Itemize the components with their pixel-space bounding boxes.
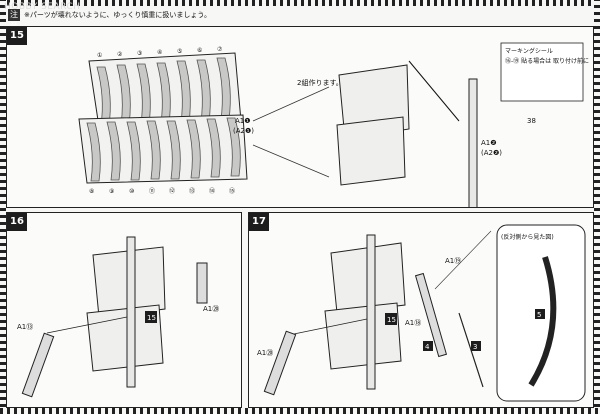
assembled-sails xyxy=(336,64,410,186)
step-15-drawing: ① ② ③ ④ ⑤ ⑥ ⑦ ⑧ ⑨ ⑩ ⑪ ⑫ ⑬ ⑭ ⑮ A1❶ (A2❶) xyxy=(78,42,589,207)
page-border-right xyxy=(594,0,600,414)
step-17-ladder xyxy=(263,330,297,396)
top-seal-1: ① xyxy=(97,52,102,59)
step-16-marker: 15 xyxy=(147,314,156,322)
bottom-seal-8: ⑧ xyxy=(89,188,94,195)
step-17-tag-5: 5 xyxy=(537,311,541,319)
bottom-seal-numbers: ⑧ ⑨ ⑩ ⑪ ⑫ ⑬ ⑭ ⑮ xyxy=(89,187,235,195)
top-seal-numbers: ① ② ③ ④ ⑤ ⑥ ⑦ xyxy=(97,46,223,59)
step-17-rigging xyxy=(288,318,368,336)
rigging-line xyxy=(408,60,460,122)
part-a1: A1❶ xyxy=(235,117,251,125)
step-15-number: 15 xyxy=(7,27,27,45)
step-16-part-a1-20: A1⑳ xyxy=(203,305,219,313)
mast-a2: (A2❷) xyxy=(481,149,502,157)
step-17-panel: 17 A1⑲ A1⑱ A1⑳ 15 (反対側から見た図) 5 4 xyxy=(248,212,594,408)
mast xyxy=(468,78,478,207)
guide-line-lower xyxy=(252,144,330,178)
step-16-part-a1-13: A1⑬ xyxy=(17,323,33,331)
step-17-marker: 15 xyxy=(387,316,396,324)
step-17-tag-5-box xyxy=(535,309,545,319)
step-17-tag-4-box xyxy=(423,341,433,351)
step-17-tag-3-box xyxy=(471,341,481,351)
step-17-guide-line xyxy=(434,230,492,290)
seal-box-note: ⑯-⑲ 貼る場合は 取り付け前に xyxy=(505,57,589,65)
top-seal-3: ③ xyxy=(137,50,142,57)
bottom-seal-13: ⑬ xyxy=(189,187,195,195)
step-16-number: 16 xyxy=(7,213,27,231)
top-seal-4: ④ xyxy=(157,49,162,56)
bottom-seal-10: ⑩ xyxy=(129,188,134,195)
bottom-seal-11: ⑪ xyxy=(149,187,155,195)
page-border-bottom xyxy=(0,408,600,414)
caution-icon: 注意 xyxy=(8,9,20,31)
step-17-marker-box xyxy=(385,313,397,325)
page-border-top xyxy=(0,0,600,6)
bottom-seal-9: ⑨ xyxy=(109,188,114,195)
marker-38: 38 xyxy=(527,117,536,125)
top-seal-2: ② xyxy=(117,51,123,58)
step-17-part-a1-19: A1⑲ xyxy=(445,257,461,265)
top-seal-7: ⑦ xyxy=(217,46,223,53)
step-17-number: 17 xyxy=(249,213,269,231)
lower-sail-folds xyxy=(86,117,241,182)
step-17-part-a1-20: A1⑳ xyxy=(257,349,273,357)
seal-box xyxy=(500,42,584,102)
step-16-marker-box xyxy=(145,311,157,323)
step-17-inset-label: (反対側から見た図) xyxy=(501,233,554,241)
part-a2: (A2❶) xyxy=(233,127,254,135)
bottom-seal-12: ⑫ xyxy=(169,187,175,195)
make-two-note: 2組作ります。 xyxy=(297,78,343,87)
top-seal-6: ⑥ xyxy=(197,47,202,54)
step-16-drawing: A1⑬ A1⑳ 15 xyxy=(17,236,219,398)
guide-line-upper xyxy=(252,86,330,122)
step-16-panel: 16 A1⑬ A1⑳ 15 xyxy=(6,212,242,408)
step-16-sails xyxy=(86,246,166,372)
step-17-tag-4: 4 xyxy=(425,343,430,351)
top-seal-5: ⑤ xyxy=(177,48,182,55)
page-border-left xyxy=(0,0,6,414)
bottom-seal-14: ⑭ xyxy=(209,187,215,195)
watermark: HOBBY SEARCH xyxy=(4,2,81,12)
step-16-ladder xyxy=(21,332,55,398)
step-17-drawing: A1⑲ A1⑱ A1⑳ 15 (反対側から見た図) 5 4 3 xyxy=(257,224,586,402)
step-17-part-a1-18: A1⑱ xyxy=(405,319,421,327)
mast-a1: A1❷ xyxy=(481,139,497,147)
step-17-sails xyxy=(324,242,406,370)
step-17-tag-3: 3 xyxy=(473,343,477,351)
lower-sail xyxy=(78,114,248,184)
step-17-mast xyxy=(366,234,376,390)
step-17-ladder-piece xyxy=(414,272,448,358)
step-16-mast xyxy=(126,236,136,388)
caution-text: ※パーツが壊れないように、ゆっくり慎重に扱いましょう。 xyxy=(24,11,211,19)
step-16-yard xyxy=(196,262,208,304)
step-15-panel: 15 xyxy=(6,26,594,208)
step-17-inset-piece xyxy=(528,256,557,387)
upper-sail-folds xyxy=(96,57,231,126)
step-16-rigging xyxy=(46,316,128,334)
bottom-seal-15: ⑮ xyxy=(229,187,235,195)
seal-box-label: マーキングシール xyxy=(505,47,553,55)
